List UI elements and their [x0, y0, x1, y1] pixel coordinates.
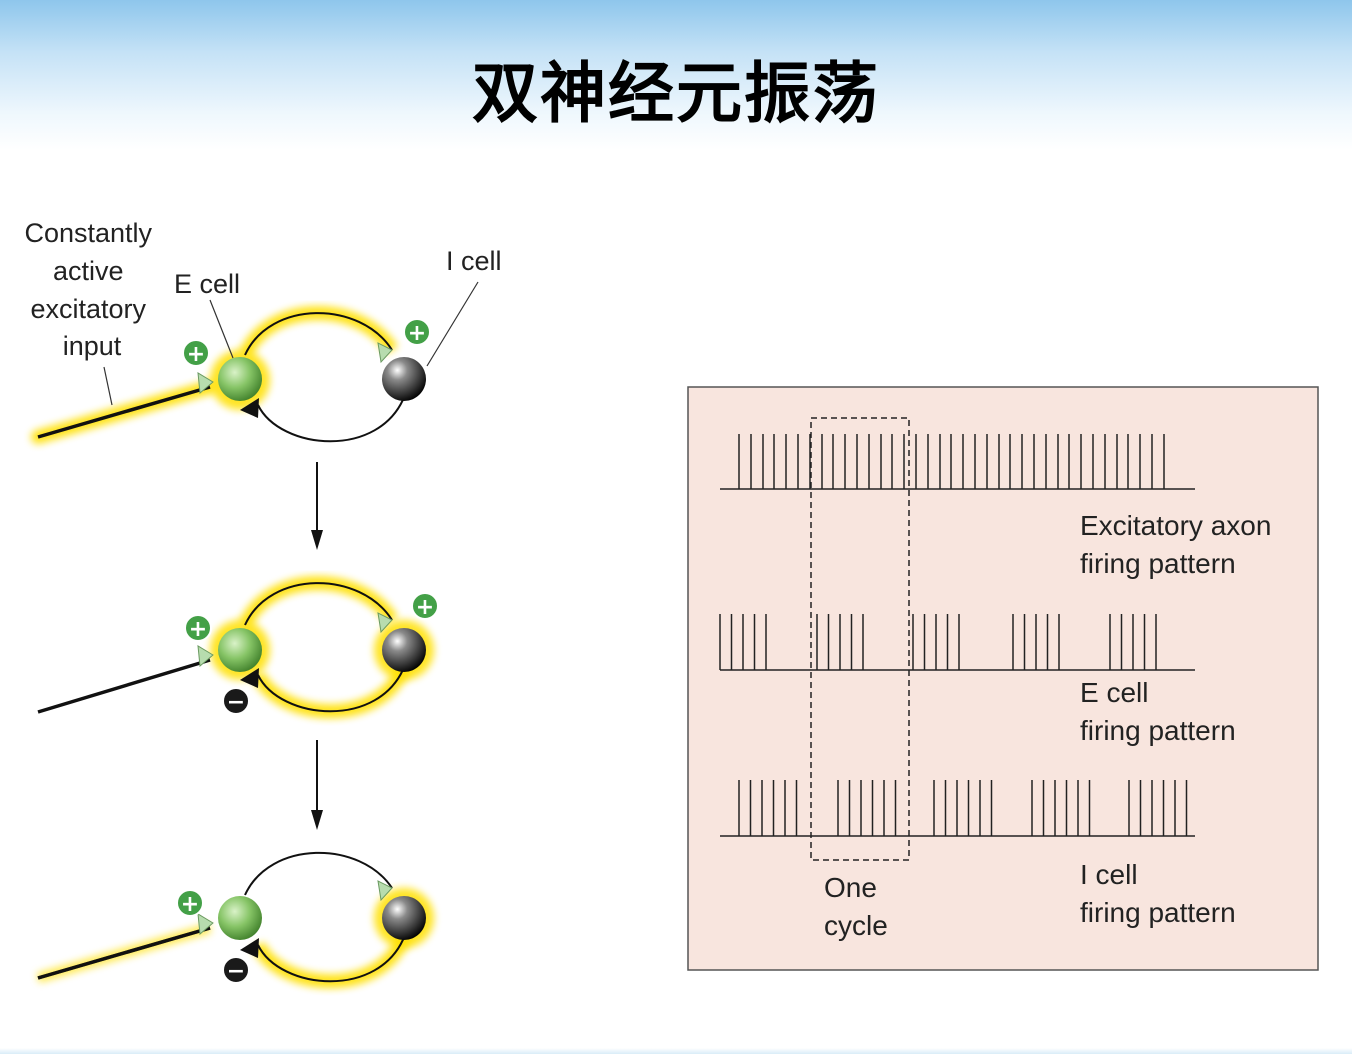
e-cell [218, 896, 262, 940]
input-axon [37, 385, 211, 439]
plus-badge-icon: + [182, 339, 210, 367]
svg-text:+: + [187, 342, 205, 367]
i-to-e-synapse [240, 938, 259, 958]
minus-badge-icon: − [222, 687, 250, 715]
e-cell [218, 628, 262, 672]
excitatory-axon-spike-train [738, 434, 1165, 489]
e-cell [218, 357, 262, 401]
circuit-stage-3: + − [36, 851, 434, 989]
plus-badge-icon: + [176, 889, 204, 917]
down-arrow-icon [311, 462, 323, 550]
e-to-i-axon [244, 312, 393, 356]
i-cell [382, 628, 426, 672]
input-synapse [197, 372, 214, 394]
i-cell-label-leader [426, 281, 479, 367]
svg-text:+: + [416, 595, 434, 620]
i-cell-spike-train [738, 780, 1188, 836]
e-cell-pattern-label: E cell firing pattern [1080, 677, 1236, 746]
circuit-stage-1: + + Constantly active excitatory input E… [24, 218, 502, 444]
svg-text:−: − [227, 959, 245, 984]
slide-header-band [0, 0, 1352, 150]
e-to-i-synapse [377, 880, 393, 902]
slide-footer-band [0, 1048, 1352, 1054]
input-synapse [197, 913, 214, 935]
plus-badge-icon: + [403, 318, 431, 346]
minus-badge-icon: − [222, 956, 250, 984]
input-axon [37, 658, 211, 714]
i-to-e-axon [257, 394, 406, 443]
i-to-e-synapse [240, 398, 259, 418]
svg-text:+: + [189, 617, 207, 642]
slide-title: 双神经元振荡 [472, 54, 880, 132]
input-synapse [197, 645, 214, 667]
excitatory-axon-label: Excitatory axon firing pattern [1080, 510, 1279, 579]
plus-badge-icon: + [411, 592, 439, 620]
i-to-e-axon [257, 934, 406, 983]
svg-text:+: + [408, 321, 426, 346]
i-to-e-synapse [240, 668, 259, 688]
down-arrow-icon [311, 740, 323, 830]
input-label: Constantly active excitatory input [24, 218, 159, 361]
e-to-i-synapse [377, 342, 393, 364]
plus-badge-icon: + [184, 614, 212, 642]
e-cell-label-leader [209, 299, 234, 359]
svg-text:−: − [227, 690, 245, 715]
one-cycle-label: One cycle [824, 872, 888, 941]
i-cell-label: I cell [446, 246, 502, 276]
i-cell-pattern-label: I cell firing pattern [1080, 859, 1236, 928]
e-cell-label: E cell [174, 269, 240, 299]
e-cell-spike-train [719, 614, 1157, 670]
i-cell [382, 357, 426, 401]
e-to-i-synapse [377, 612, 393, 634]
circuit-stage-2: + + − [37, 576, 439, 719]
i-to-e-axon [257, 664, 406, 713]
svg-text:+: + [181, 892, 199, 917]
input-label-leader [103, 366, 113, 406]
e-to-i-axon [244, 851, 393, 896]
i-cell [382, 896, 426, 940]
firing-pattern-panel: Excitatory axon firing pattern E cell fi… [687, 386, 1319, 971]
e-to-i-axon [244, 582, 393, 626]
panel-background [687, 386, 1319, 971]
